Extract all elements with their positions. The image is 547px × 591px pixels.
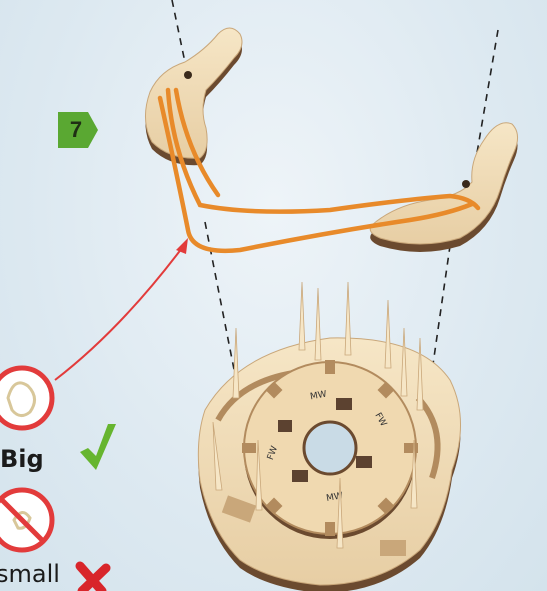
step-number: 7	[58, 112, 94, 148]
upper-right-arm-piece	[370, 123, 517, 252]
red-pointer-arrow	[55, 238, 188, 380]
check-icon	[80, 424, 116, 470]
small-band-indicator	[0, 490, 52, 550]
cross-icon	[80, 566, 106, 591]
small-band-label: small	[0, 560, 60, 588]
step-badge: 7	[58, 112, 98, 148]
big-band-label: Big	[0, 445, 44, 473]
big-band-indicator	[0, 368, 52, 428]
